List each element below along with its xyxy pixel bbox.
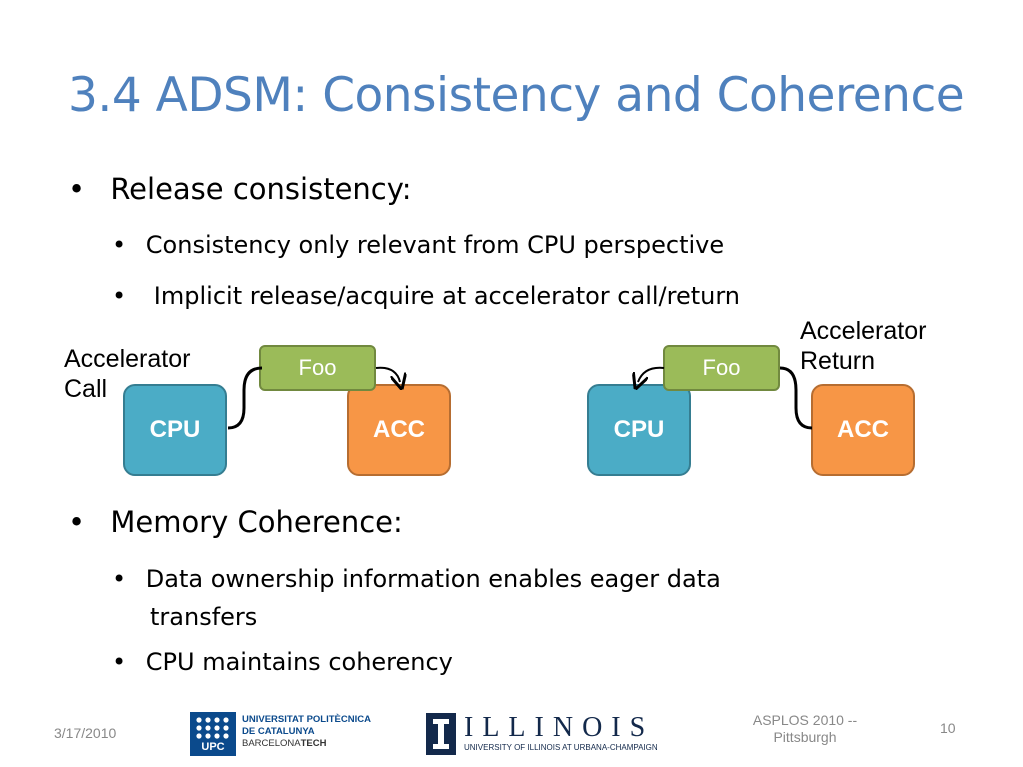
illinois-wordmark: ILLINOIS xyxy=(464,712,655,743)
cpu-label: CPU xyxy=(149,416,201,443)
footer-conference: ASPLOS 2010 -- Pittsburgh xyxy=(738,712,872,746)
bullet-dot: • xyxy=(112,648,127,676)
upc-mark-text: UPC xyxy=(201,741,225,753)
illinois-logo: ILLINOIS UNIVERSITY OF ILLINOIS AT URBAN… xyxy=(426,712,694,756)
left-foo-to-acc-arrow xyxy=(375,366,400,382)
upc-name: UNIVERSITAT POLITÈCNICA DE CATALUNYA BAR… xyxy=(242,714,371,750)
subbullet-data-ownership: • Data ownership information enables eag… xyxy=(112,560,721,636)
right-foo-box: Foo xyxy=(663,345,780,391)
right-cpu-box: CPU xyxy=(587,384,691,476)
upc-name-line: DE CATALUNYA xyxy=(242,726,315,737)
upc-name-part: BARCELONA xyxy=(242,738,301,749)
accelerator-call-label: Accelerator Call xyxy=(64,344,190,404)
bullet-text: CPU maintains coherency xyxy=(145,648,453,676)
accelerator-return-label: Accelerator Return xyxy=(800,316,926,376)
bullet-dot: • xyxy=(68,172,86,206)
label-line: Call xyxy=(64,375,108,403)
left-foo-box: Foo xyxy=(259,345,376,391)
bullet-text: Release consistency: xyxy=(110,172,412,206)
foo-label: Foo xyxy=(298,355,337,380)
upc-name-part: TECH xyxy=(300,738,327,749)
bullet-text: Memory Coherence: xyxy=(110,505,403,539)
footer-date: 3/17/2010 xyxy=(54,725,117,741)
acc-label: ACC xyxy=(373,416,425,443)
subbullet-cpu-coherency: • CPU maintains coherency xyxy=(112,648,453,676)
acc-label: ACC xyxy=(837,416,889,443)
foo-label: Foo xyxy=(702,355,741,380)
left-call-brace xyxy=(227,366,263,430)
conf-line: Pittsburgh xyxy=(773,729,837,745)
bullet-text: Implicit release/acquire at accelerator … xyxy=(153,282,740,310)
label-line: Accelerator xyxy=(800,317,927,345)
label-line: Return xyxy=(800,347,876,375)
conf-line: ASPLOS 2010 -- xyxy=(752,712,858,728)
subbullet-implicit-release: • Implicit release/acquire at accelerato… xyxy=(112,282,740,310)
bullet-dot: • xyxy=(112,565,127,593)
bullet-dot: • xyxy=(68,505,86,539)
footer-page-number: 10 xyxy=(940,720,956,736)
right-foo-to-cpu-arrow xyxy=(638,366,665,382)
bullet-memory-coherence: • Memory Coherence: xyxy=(68,505,403,539)
illinois-block-i-icon xyxy=(426,713,456,755)
upc-name-line: UNIVERSITAT POLITÈCNICA xyxy=(242,714,371,725)
label-line: Accelerator xyxy=(64,345,191,373)
slide-title: 3.4 ADSM: Consistency and Coherence xyxy=(68,68,965,123)
subbullet-consistency-cpu: • Consistency only relevant from CPU per… xyxy=(112,231,724,259)
right-return-brace xyxy=(779,366,813,430)
illinois-subtitle: UNIVERSITY OF ILLINOIS AT URBANA-CHAMPAI… xyxy=(464,743,658,752)
bullet-dot: • xyxy=(112,231,127,259)
bullet-text-continuation: transfers xyxy=(150,603,258,631)
bullet-text: Data ownership information enables eager… xyxy=(145,565,721,593)
left-cpu-box: CPU xyxy=(123,384,227,476)
right-acc-box: ACC xyxy=(811,384,915,476)
cpu-label: CPU xyxy=(613,416,665,443)
upc-name-line: BARCELONATECH xyxy=(242,738,371,750)
bullet-dot: • xyxy=(112,282,127,310)
upc-mark-icon xyxy=(190,712,236,756)
bullet-release-consistency: • Release consistency: xyxy=(68,172,412,206)
upc-logo: UPC UNIVERSITAT POLITÈCNICA DE CATALUNYA… xyxy=(190,712,382,756)
bullet-text: Consistency only relevant from CPU persp… xyxy=(145,231,725,259)
